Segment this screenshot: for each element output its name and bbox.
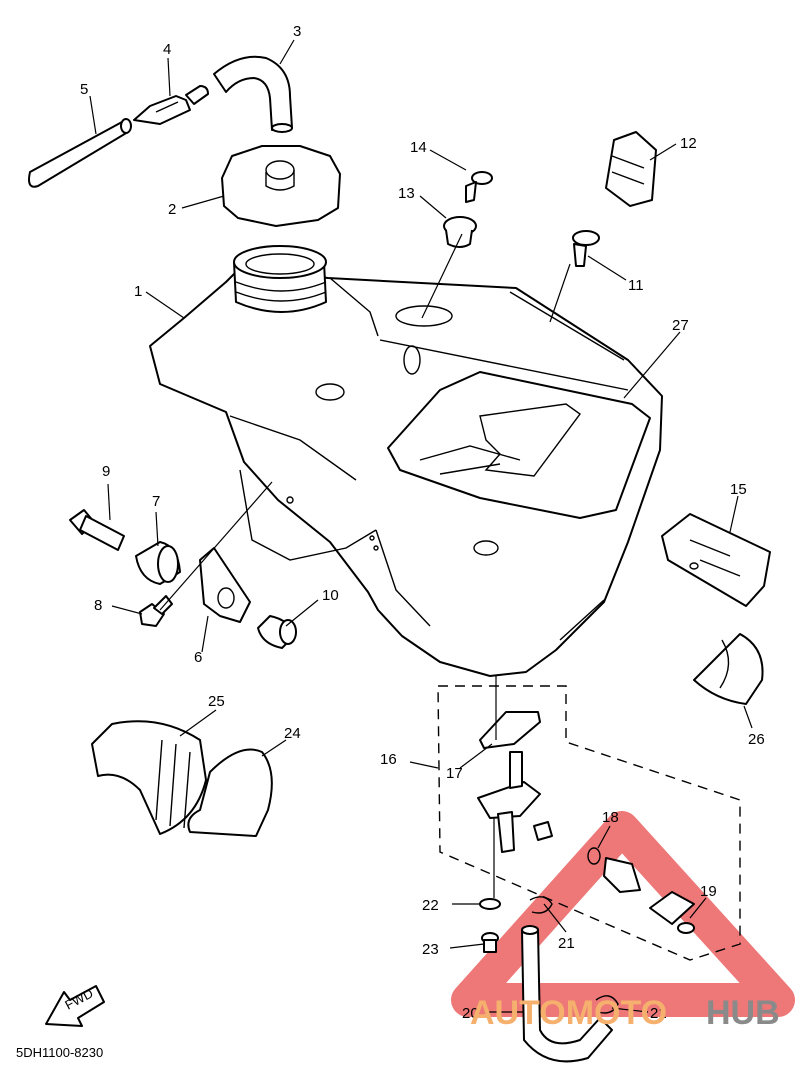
label-3: 3	[293, 23, 301, 40]
label-9: 9	[102, 463, 110, 480]
part-13-damper	[443, 216, 477, 248]
leader-lines	[89, 39, 753, 1013]
label-20: 20	[462, 1005, 479, 1022]
part-11-bolt	[572, 230, 600, 267]
label-15: 15	[730, 481, 747, 498]
forward-arrow-icon: FWD	[45, 985, 105, 1027]
part-14-screw	[465, 171, 493, 203]
part-23-screw	[481, 932, 499, 953]
label-5: 5	[80, 81, 88, 98]
part-15-cover	[661, 513, 771, 607]
part-19-plate	[649, 891, 695, 934]
watermark-part2: HUB	[706, 994, 780, 1032]
part-3-bent-hose	[213, 55, 293, 133]
watermark-logo	[451, 811, 795, 1017]
label-10: 10	[322, 587, 339, 604]
part-16-fuel-cock-group	[437, 685, 741, 961]
label-17: 17	[446, 765, 463, 782]
label-19: 19	[700, 883, 717, 900]
label-21b: 21	[650, 1005, 667, 1022]
label-7: 7	[152, 493, 160, 510]
drawing-code: 5DH1100-8230	[16, 1045, 103, 1060]
part-5-breather-hose	[28, 118, 132, 188]
part-12-clip	[605, 131, 657, 207]
label-26: 26	[748, 731, 765, 748]
part-4-check-valve	[133, 85, 209, 125]
part-22-washer	[479, 898, 501, 910]
part-2-filler-cap	[221, 145, 341, 227]
part-26-damper	[693, 633, 764, 705]
label-12: 12	[680, 135, 697, 152]
part-21-clip	[529, 896, 619, 1014]
part-20-fuel-hose	[521, 925, 613, 1063]
label-4: 4	[163, 41, 171, 58]
label-24: 25	[208, 693, 225, 710]
part-24-band	[91, 720, 207, 835]
part-6-bracket	[199, 547, 251, 623]
label-8: 8	[94, 597, 102, 614]
label-6: 6	[194, 649, 202, 666]
part-7-collar	[135, 541, 181, 585]
label-14: 14	[410, 139, 427, 156]
label-25: 24	[284, 725, 301, 742]
part-number-labels: 5 4 3 2 1 14 13 12 11 27 9 7 8 6 10 15 2…	[80, 23, 765, 1022]
part-17-gasket	[479, 711, 541, 749]
watermark-part1: AUTOMOTO	[470, 994, 667, 1032]
label-27: 27	[672, 317, 689, 334]
fuel-cock-body	[477, 751, 553, 853]
label-21a: 21	[558, 935, 575, 952]
watermark-text: AUTOMOTO HUB	[470, 994, 780, 1032]
part-25-band	[187, 748, 273, 837]
label-2: 2	[168, 201, 176, 218]
part-18-o-ring	[587, 847, 641, 893]
part-8-bolt	[139, 595, 173, 627]
label-11: 11	[628, 277, 644, 294]
part-27-decal	[387, 371, 651, 519]
part-9-bolt	[69, 509, 125, 551]
label-18: 18	[602, 809, 619, 826]
label-13: 13	[398, 185, 415, 202]
label-22: 22	[422, 897, 439, 914]
label-16: 16	[380, 751, 397, 768]
part-10-collar	[257, 615, 297, 649]
label-1: 1	[134, 283, 142, 300]
label-23: 23	[422, 941, 439, 958]
